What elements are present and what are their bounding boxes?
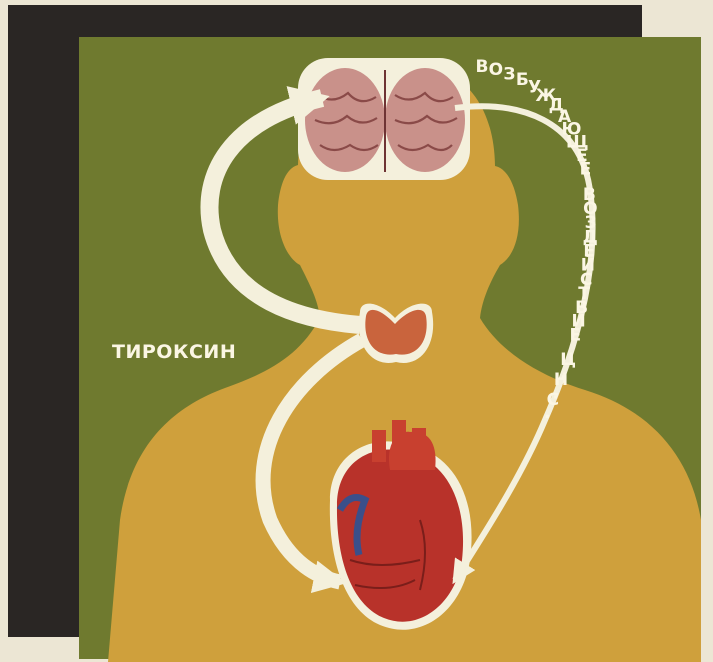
thyroxine-label: ТИРОКСИН — [112, 341, 236, 363]
cns-label-char: В — [476, 57, 489, 77]
cns-label-char: Б — [516, 70, 529, 90]
cns-label-char: Е — [569, 325, 581, 345]
cns-label-char: О — [489, 60, 503, 80]
brain — [298, 58, 470, 180]
cns-label-char: Е — [580, 160, 592, 180]
cns-label-char: . — [544, 403, 550, 423]
cns-label-char: З — [503, 64, 515, 84]
